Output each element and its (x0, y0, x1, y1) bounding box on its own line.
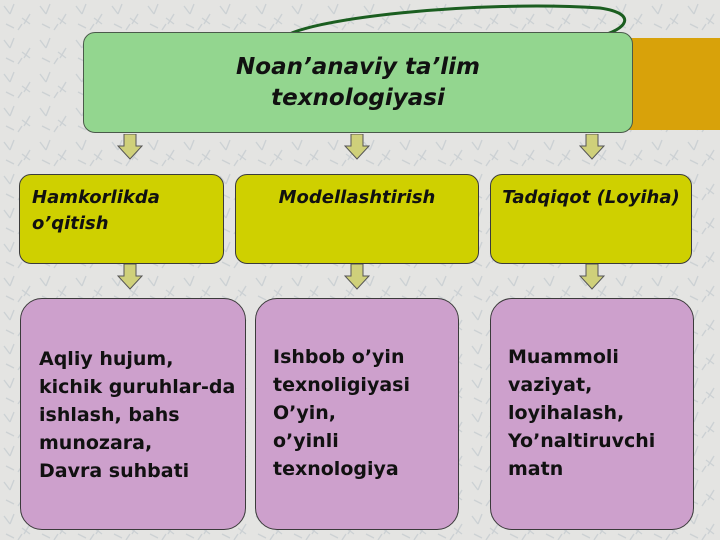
down-arrow-icon (579, 134, 605, 160)
detail-text: Muammoli vaziyat, loyihalash, Yo’naltiru… (508, 346, 656, 480)
category-label: Tadqiqot (Loyiha) (502, 187, 680, 208)
category-label: Modellashtirish (278, 187, 436, 208)
category-box-cooperative-learning: Hamkorlikda o’qitish (19, 174, 224, 264)
detail-box-cooperative-methods: Aqliy hujum, kichik guruhlar-da ishlash,… (20, 298, 246, 530)
down-arrow-icon (579, 264, 605, 290)
detail-box-research-methods: Muammoli vaziyat, loyihalash, Yo’naltiru… (490, 298, 694, 530)
category-label: Hamkorlikda o’qitish (32, 187, 160, 234)
detail-text: Aqliy hujum, kichik guruhlar-da ishlash,… (39, 348, 236, 482)
category-box-modeling: Modellashtirish (235, 174, 479, 264)
category-box-research: Tadqiqot (Loyiha) (490, 174, 692, 264)
detail-box-modeling-methods: Ishbob o’yin texnoligiyasi O’yin, o’yinl… (255, 298, 459, 530)
down-arrow-icon (344, 264, 370, 290)
main-title-box: Noan’anaviy ta’lim texnologiyasi (83, 32, 633, 133)
down-arrow-icon (344, 134, 370, 160)
down-arrow-icon (117, 264, 143, 290)
main-title: Noan’anaviy ta’lim texnologiyasi (236, 53, 480, 111)
detail-text: Ishbob o’yin texnoligiyasi O’yin, o’yinl… (273, 346, 410, 480)
down-arrow-icon (117, 134, 143, 160)
